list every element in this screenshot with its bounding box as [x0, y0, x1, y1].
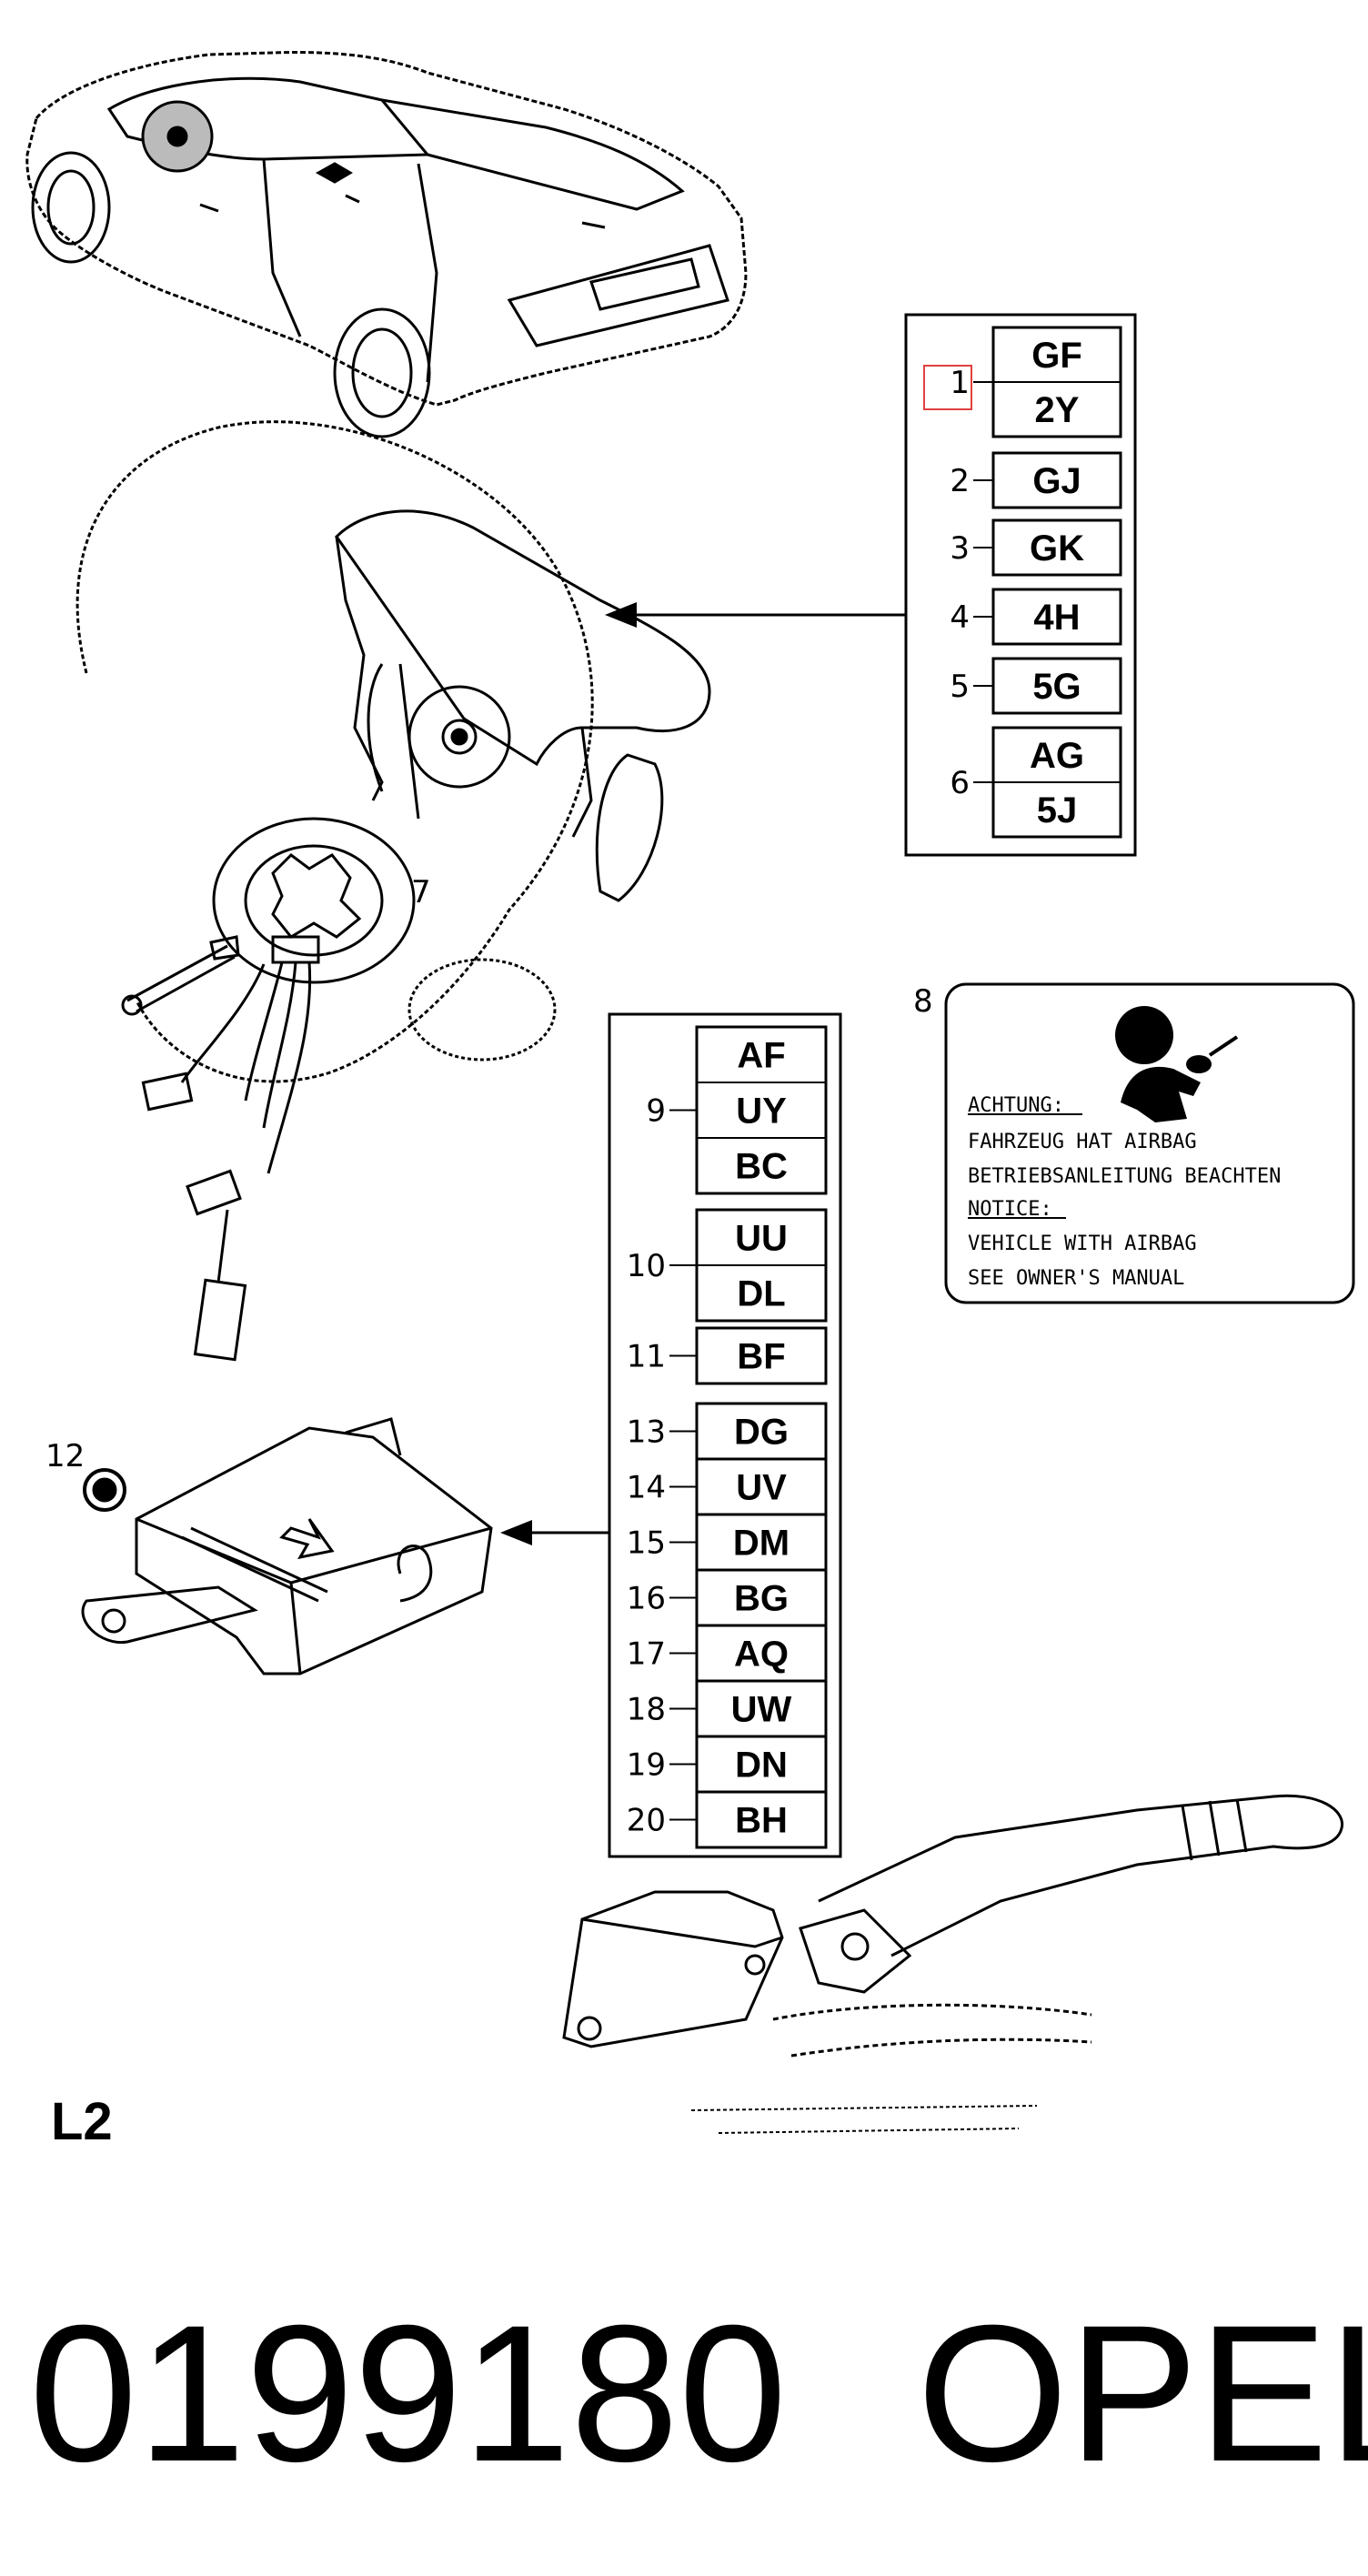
code-group-19: DN 19	[627, 1735, 828, 1794]
warning-label-line-3: BETRIEBSANLEITUNG BEACHTEN	[968, 1165, 1281, 1188]
handbrake-area-illustration	[562, 1794, 1344, 2134]
part-number: 0199180	[29, 2285, 787, 2502]
warning-label-line-4: NOTICE:	[968, 1198, 1052, 1221]
airbag-pictogram-icon	[1115, 1006, 1239, 1122]
code-group-15: DM 15	[627, 1513, 828, 1572]
option-code-5j: 5J	[1037, 790, 1078, 830]
option-code-dn: DN	[735, 1746, 788, 1786]
option-code-bc: BC	[735, 1147, 788, 1187]
warning-label-line-6: SEE OWNER'S MANUAL	[968, 1267, 1184, 1290]
arrow-to-steering-wheel	[605, 602, 906, 628]
option-code-bh: BH	[735, 1801, 788, 1841]
option-code-af: AF	[737, 1036, 785, 1076]
option-code-uy: UY	[736, 1092, 787, 1132]
arrow-to-airbag-module	[500, 1520, 609, 1545]
page-code: L2	[51, 2092, 113, 2151]
ref-number-15: 15	[627, 1525, 666, 1562]
clock-spring-illustration	[121, 817, 416, 1362]
ref-1-highlight	[923, 365, 972, 410]
option-code-uu: UU	[735, 1219, 788, 1259]
warning-label-line-2: FAHRZEUG HAT AIRBAG	[968, 1131, 1197, 1153]
option-code-bg: BG	[734, 1579, 789, 1619]
option-code-dl: DL	[737, 1274, 785, 1314]
code-group-6: AG 5J 6	[950, 726, 1122, 839]
ref-number-5: 5	[950, 669, 970, 705]
steering-box-frame	[904, 313, 1137, 857]
code-group-9: AF UY BC 9	[646, 1025, 828, 1195]
ref-number-14: 14	[627, 1470, 666, 1506]
ref-number-19: 19	[627, 1747, 666, 1784]
ref-number-18: 18	[627, 1692, 666, 1728]
code-group-1: GF 2Y 1	[950, 326, 1122, 438]
option-code-dg: DG	[734, 1413, 789, 1453]
option-code-2y: 2Y	[1035, 390, 1080, 430]
ref-number-2: 2	[950, 463, 970, 499]
steering-code-box: GF 2Y 1GJ 2GK 3 4H 4 5G 5AG 5J 6	[904, 313, 1137, 857]
code-group-10: UU DL 10	[627, 1208, 828, 1323]
warning-label-line-1: ACHTUNG:	[968, 1094, 1064, 1117]
option-code-bf: BF	[737, 1337, 785, 1377]
option-code-4h: 4H	[1033, 598, 1080, 638]
code-group-17: AQ 17	[627, 1624, 828, 1683]
ref-number-3: 3	[950, 530, 970, 567]
ref-number-13: 13	[627, 1414, 666, 1451]
ref-number-6: 6	[950, 765, 970, 801]
option-code-aq: AQ	[734, 1635, 789, 1675]
option-code-dm: DM	[733, 1524, 790, 1564]
car-illustration	[25, 51, 748, 438]
ref-number-11: 11	[627, 1339, 666, 1375]
module-box-frame	[608, 1012, 842, 1858]
ref-number-1: 1	[950, 365, 970, 401]
option-code-gk: GK	[1030, 528, 1084, 569]
ref-number-10: 10	[627, 1248, 666, 1284]
code-group-20: BH 20	[627, 1790, 828, 1849]
warning-label: ACHTUNG: FAHRZEUG HAT AIRBAG BETRIEBSANL…	[944, 982, 1355, 1304]
warning-label-line-5: VEHICLE WITH AIRBAG	[968, 1233, 1197, 1255]
steering-wheel-illustration	[75, 420, 711, 1083]
option-code-uw: UW	[731, 1690, 792, 1730]
airbag-module-illustration	[81, 1417, 493, 1675]
callout-7: 7	[411, 874, 431, 911]
code-group-2: GJ 2	[950, 451, 1122, 509]
option-code-5g: 5G	[1032, 667, 1081, 707]
option-code-gf: GF	[1031, 336, 1082, 376]
option-code-gj: GJ	[1032, 461, 1081, 501]
option-code-ag: AG	[1030, 736, 1084, 776]
code-group-18: UW 18	[627, 1679, 828, 1738]
option-code-uv: UV	[736, 1468, 787, 1508]
ref-number-9: 9	[646, 1093, 666, 1130]
ref-number-20: 20	[627, 1803, 666, 1839]
code-group-5: 5G 5	[950, 657, 1122, 715]
ref-number-4: 4	[950, 599, 970, 636]
code-group-13: DG 13	[627, 1402, 828, 1461]
code-group-16: BG 16	[627, 1568, 828, 1627]
brand-name: OPEL	[917, 2285, 1368, 2502]
callout-12: 12	[45, 1438, 85, 1474]
code-group-14: UV 14	[627, 1457, 828, 1516]
ref-number-16: 16	[627, 1581, 666, 1617]
code-group-11: BF 11	[627, 1326, 828, 1385]
callout-8: 8	[913, 983, 933, 1020]
code-group-4: 4H 4	[950, 588, 1122, 646]
code-group-3: GK 3	[950, 518, 1122, 577]
ref-number-17: 17	[627, 1636, 666, 1673]
